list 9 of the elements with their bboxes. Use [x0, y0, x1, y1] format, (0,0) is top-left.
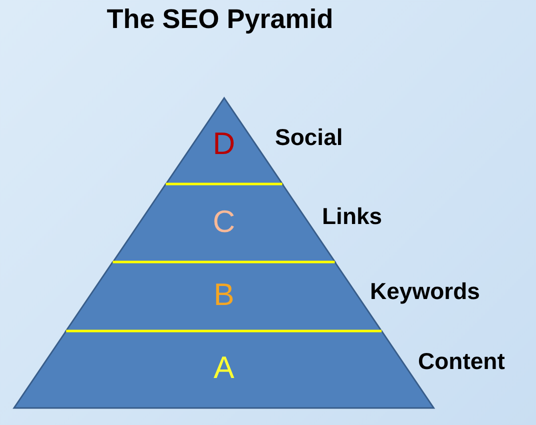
layer-letter: B: [214, 279, 234, 310]
layer-label: Links: [322, 205, 382, 228]
layer-letter: D: [212, 128, 236, 159]
layer-label: Keywords: [370, 280, 480, 303]
layer-letter: A: [214, 352, 234, 383]
layer-label: Content: [418, 350, 505, 373]
layer-label: Social: [275, 126, 343, 149]
layer-letter: C: [212, 206, 236, 237]
title: The SEO Pyramid: [106, 4, 334, 35]
